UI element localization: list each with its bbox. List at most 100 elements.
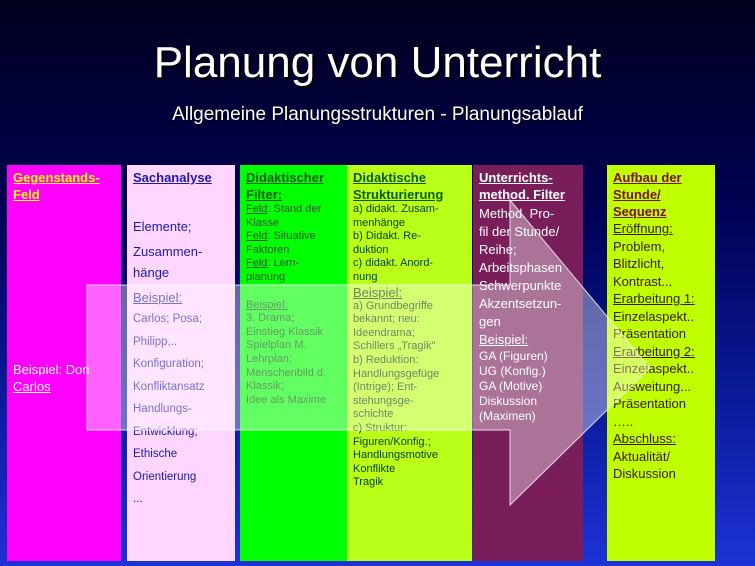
text-line: Arbeitsphasen [479, 260, 563, 275]
text-line: ….. [613, 413, 634, 429]
text-line: schichte [353, 408, 394, 421]
text-line: duktion [353, 243, 389, 256]
text-line: Feld [246, 203, 268, 215]
text-line: Handlungsgefüge [353, 367, 440, 380]
column-heading: method. Filter [479, 187, 565, 202]
text-line: nung [353, 270, 378, 283]
text-line: (Intrige); Ent- [353, 381, 418, 394]
text-line: Konflikte [353, 462, 396, 475]
text-line: b) Reduktion: [353, 353, 419, 366]
example-label: Beispiel: [479, 332, 529, 347]
text-line: Tragik [353, 476, 384, 489]
column-unterrichtsmethodischer-filter: Unterrichts- method. Filter Method. Pro-… [473, 165, 583, 561]
text-line: Idee als Maxime [246, 393, 327, 406]
phase-label: Erarbeitung 2: [613, 343, 695, 359]
text-line: Figuren/Konfig.; [353, 435, 431, 448]
text-line: Feld [246, 257, 268, 270]
text-line: (Maximen) [479, 409, 536, 423]
text-line: c) Struktur: [353, 421, 407, 434]
text-line: Diskussion [613, 466, 676, 481]
text-line: Orientierung [133, 470, 197, 483]
text-line: stehungsge- [353, 394, 414, 407]
column-sachanalyse: Sachanalyse Elemente; Zusammen- hänge Be… [127, 165, 235, 561]
text-line: hänge [133, 265, 170, 280]
text-line: Entwicklung; [133, 425, 198, 438]
slide-title: Planung von Unterricht [153, 38, 602, 87]
text-line: Ethische [133, 448, 178, 460]
text-line: Klassik; [246, 380, 284, 393]
text-line: Konfliktansatz [133, 380, 205, 393]
column-heading: Strukturierung [353, 187, 444, 202]
text-line: a) Grundbegriffe [353, 299, 433, 312]
text-line: Präsentation [613, 326, 686, 341]
slide-subtitle: Allgemeine Planungsstrukturen - Planungs… [172, 104, 583, 125]
text-line: menhänge [353, 216, 405, 229]
text-line: Faktoren [246, 243, 290, 256]
text-line: Lehrplan; [246, 352, 292, 365]
column-heading: Sequenz [613, 204, 667, 219]
column-heading: Gegenstands- [13, 170, 100, 185]
column-heading: Didaktische [353, 170, 426, 185]
phase-label: Eröffnung: [613, 221, 673, 236]
example-label: Beispiel: [353, 284, 403, 300]
column-gegenstandsfeld: Gegenstands- Feld Beispiel: Don Carlos [7, 165, 121, 561]
text-line: : Stand der [267, 203, 322, 215]
text-line: bekannt; neu: [353, 313, 420, 326]
text-line: planung [246, 270, 286, 283]
text-line: Klasse [246, 216, 280, 229]
column-heading: Stunde/ [613, 187, 661, 202]
column-heading: Filter: [246, 187, 283, 202]
column-didaktische-strukturierung: Didaktische Strukturierung a) didakt. Zu… [347, 165, 472, 561]
phase-label: Erarbeitung 1: [613, 291, 695, 306]
text-line: Kontrast... [613, 273, 673, 289]
text-line: Akzentsetzun- [479, 296, 562, 311]
example-label: Beispiel: [133, 290, 183, 305]
text-line: Carlos; Posa; [133, 313, 203, 325]
text-line: Schillers „Tragik" [353, 340, 436, 353]
text-line: : Situative [267, 230, 316, 243]
text-line: Schwerpunkte [479, 278, 562, 293]
text-line: Problem, [613, 238, 666, 254]
text-line: fil der Stunde/ [479, 224, 560, 239]
text-line: Reihe; [479, 242, 517, 257]
text-line: Elemente; [133, 219, 192, 234]
text-line: Ausweitung... [613, 378, 692, 394]
text-line: gen [479, 314, 501, 329]
text-line: Zusammen- [133, 244, 203, 259]
text-line: Blitzlicht, [613, 256, 665, 271]
column-heading: Feld [13, 187, 40, 202]
text-line: Einzelaspekt.. [613, 308, 694, 324]
text-line: Einstieg Klassik [246, 325, 324, 338]
text-line: GA (Motive) [479, 379, 543, 393]
text-line: UG (Konfig.) [479, 364, 546, 378]
column-didaktischer-filter: Didaktischer Filter: Feld: Stand der Kla… [240, 165, 347, 561]
text-line: Philipp,.. [133, 335, 178, 348]
column-heading: Sachanalyse [133, 170, 212, 185]
phase-label: Abschluss: [613, 431, 676, 446]
text-line: Feld [246, 230, 268, 243]
text-line: 3. Drama; [246, 312, 295, 325]
text-line: Konfiguration; [133, 358, 204, 370]
text-line: Menschenbild d. [246, 366, 327, 379]
text-line: Handlungsmotive [353, 449, 438, 462]
text-line: Einzelaspekt.. [613, 361, 694, 376]
column-heading: Aufbau der [613, 170, 682, 185]
example-text: Beispiel: Don [13, 362, 90, 377]
text-line: GA (Figuren) [479, 349, 548, 363]
text-line: Handlungs- [133, 403, 192, 415]
column-heading: Didaktischer [246, 170, 325, 185]
example-text: Carlos [13, 379, 51, 394]
example-label: Beispiel: [246, 298, 288, 311]
text-line: Präsentation [613, 396, 686, 411]
text-line: : Lern- [267, 257, 300, 270]
text-line: Spielplan M. [246, 339, 307, 352]
text-line: Ideendrama; [353, 326, 415, 339]
text-line: c) didakt. Anord- [353, 257, 434, 270]
text-line: ... [133, 493, 143, 505]
text-line: b) Didakt. Re- [353, 230, 421, 243]
text-line: a) didakt. Zusam- [353, 203, 439, 215]
column-heading: Unterrichts- [479, 170, 553, 185]
text-line: Diskussion [479, 394, 538, 408]
text-line: Aktualität/ [613, 448, 671, 464]
